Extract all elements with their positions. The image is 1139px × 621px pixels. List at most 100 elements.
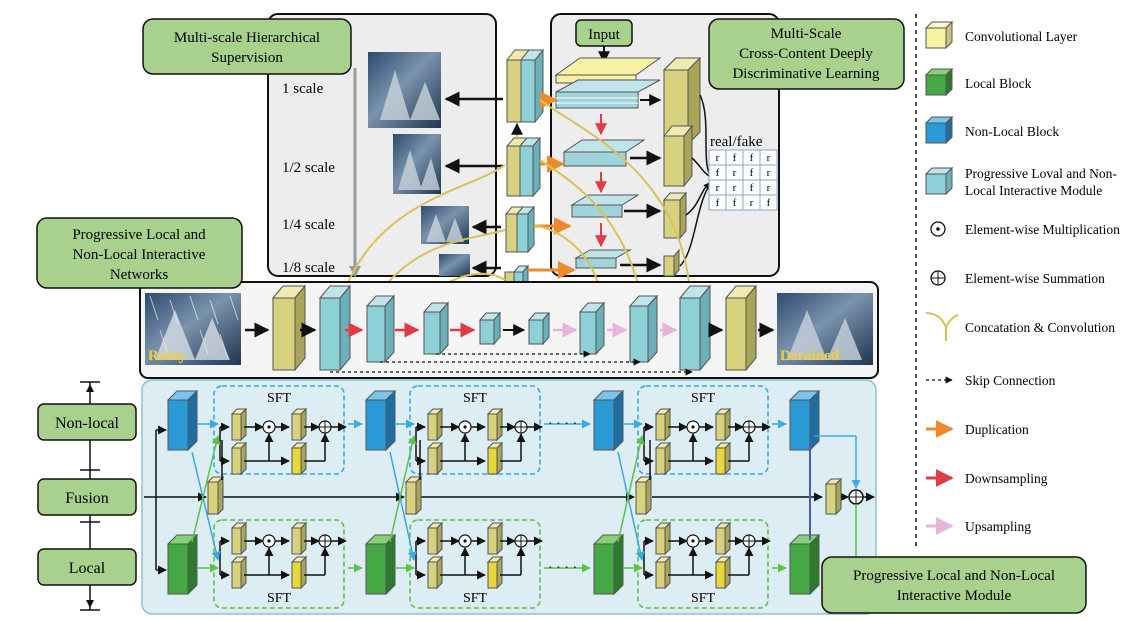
- sft-conv: [654, 407, 672, 442]
- svg-text:Non-local: Non-local: [55, 415, 120, 432]
- svg-text:Cross-Content Deeply: Cross-Content Deeply: [739, 46, 873, 62]
- legend-item: Progressive Loval and Non- Local Interact…: [924, 166, 1117, 198]
- scale-label-4: 1/8 scale: [282, 260, 335, 276]
- grid-cell-label: r: [733, 182, 737, 194]
- scale-image-2: [393, 134, 441, 194]
- local-block: [364, 533, 397, 596]
- legend-label-line2: Local Interactive Module: [965, 183, 1102, 198]
- sft-label: SFT: [463, 391, 488, 406]
- nonlocal-block: [166, 389, 199, 452]
- grid-cell-label: f: [750, 167, 754, 179]
- sft-conv: [714, 441, 732, 476]
- disc-input-slab: [554, 57, 662, 84]
- ellipsis-bottom: · · · ·: [548, 561, 577, 576]
- sft-conv: [486, 555, 504, 590]
- grid-cell-label: r: [767, 182, 771, 194]
- grid-cell-label: f: [767, 197, 771, 209]
- legend-item: Local Block: [924, 67, 1032, 97]
- legend-item: Skip Connection: [926, 373, 1056, 388]
- grid-cell-label: r: [733, 167, 737, 179]
- nonlocal-side-label: [37, 403, 137, 441]
- svg-text:Networks: Networks: [110, 267, 168, 283]
- legend-item: Element-wise Multiplication: [930, 221, 1120, 237]
- sft-block: [409, 519, 541, 609]
- intermediate-features: [344, 48, 691, 298]
- scale-label-1: 1 scale: [282, 81, 324, 97]
- sft-conv: [426, 555, 444, 590]
- disc-slab-1: [555, 79, 661, 109]
- svg-text:Multi-Scale: Multi-Scale: [771, 26, 842, 42]
- sft-label: SFT: [267, 391, 292, 406]
- input-box: Input: [575, 19, 633, 47]
- scale-label-2: 1/2 scale: [282, 160, 335, 176]
- sft-conv: [654, 441, 672, 476]
- sft-conv: [654, 555, 672, 590]
- sft-conv: [230, 441, 248, 476]
- svg-text:Interactive Module: Interactive Module: [897, 588, 1012, 604]
- grid-cell-label: r: [716, 152, 720, 164]
- sft-conv: [714, 555, 732, 590]
- rainy-image: Rainy: [145, 293, 241, 365]
- legend-label: Progressive Loval and Non-: [965, 166, 1117, 181]
- sft-conv: [230, 521, 248, 556]
- derained-label: Derained: [780, 348, 840, 364]
- svg-text:Multi-scale Hierarchical: Multi-scale Hierarchical: [174, 30, 320, 46]
- sft-conv: [714, 521, 732, 556]
- svg-text:Input: Input: [588, 27, 620, 43]
- grid-cell-label: r: [767, 167, 771, 179]
- network-title: Progressive Local and Non-Local Interact…: [36, 217, 243, 289]
- grid-cell-label: f: [733, 197, 737, 209]
- final-nonlocal-block: [788, 389, 821, 452]
- discriminative-learning-title: Multi-Scale Cross-Content Deeply Discrim…: [708, 18, 905, 90]
- legend-label: Upsampling: [965, 519, 1031, 534]
- local-block: [166, 533, 199, 596]
- sft-conv: [290, 521, 308, 556]
- legend-label: Element-wise Summation: [965, 271, 1105, 286]
- hierarchical-supervision-panel: 1 scale 1/2 scale 1/4 scale 1/8 scale Mu…: [142, 13, 497, 278]
- grid-cell-label: r: [750, 197, 754, 209]
- legend-item: Element-wise Summation: [930, 270, 1105, 286]
- grid-cell-label: f: [716, 167, 720, 179]
- svg-text:Supervision: Supervision: [211, 50, 283, 66]
- sft-conv: [486, 521, 504, 556]
- side-labels: Non-local Fusion Local: [37, 381, 137, 611]
- realfake-label: real/fake: [710, 134, 763, 150]
- legend-label: Duplication: [965, 422, 1029, 437]
- sft-conv: [290, 555, 308, 590]
- nonlocal-block: [592, 389, 625, 452]
- sft-label: SFT: [463, 591, 488, 606]
- legend-item: Upsampling: [926, 517, 1031, 535]
- local-block: [592, 533, 625, 596]
- grid-cell: [759, 194, 778, 211]
- svg-text:Discriminative Learning: Discriminative Learning: [732, 66, 880, 82]
- fusion-side-label: [37, 478, 137, 516]
- sft-label: SFT: [267, 591, 292, 606]
- sft-conv: [230, 407, 248, 442]
- grid-cell-label: r: [767, 152, 771, 164]
- legend-label: Element-wise Multiplication: [965, 222, 1120, 237]
- legend-label: Convolutional Layer: [965, 29, 1078, 44]
- legend-item: Non-Local Block: [924, 115, 1059, 145]
- disc-slab-2: [562, 139, 646, 167]
- grid-cell-label: f: [750, 182, 754, 194]
- legend-label: Local Block: [965, 76, 1032, 91]
- sft-conv: [486, 441, 504, 476]
- svg-text:Progressive Local and: Progressive Local and: [72, 227, 206, 243]
- sft-conv: [426, 521, 444, 556]
- legend-label: Concatation & Convolution: [965, 320, 1115, 335]
- grid-cell-label: f: [716, 197, 720, 209]
- sft-conv: [486, 407, 504, 442]
- fusion-conv: [404, 475, 423, 516]
- legend-label: Downsampling: [965, 471, 1048, 486]
- scale-image-4: [439, 254, 470, 276]
- legend-item: Convolutional Layer: [924, 20, 1078, 50]
- rainy-label: Rainy: [148, 348, 187, 364]
- sft-conv: [290, 407, 308, 442]
- sft-conv: [230, 555, 248, 590]
- final-sum-node: [848, 489, 864, 505]
- sft-conv: [426, 407, 444, 442]
- svg-text:Non-Local Interactive: Non-Local Interactive: [73, 247, 206, 263]
- svg-text:Fusion: Fusion: [65, 490, 109, 507]
- sft-block: [637, 519, 769, 609]
